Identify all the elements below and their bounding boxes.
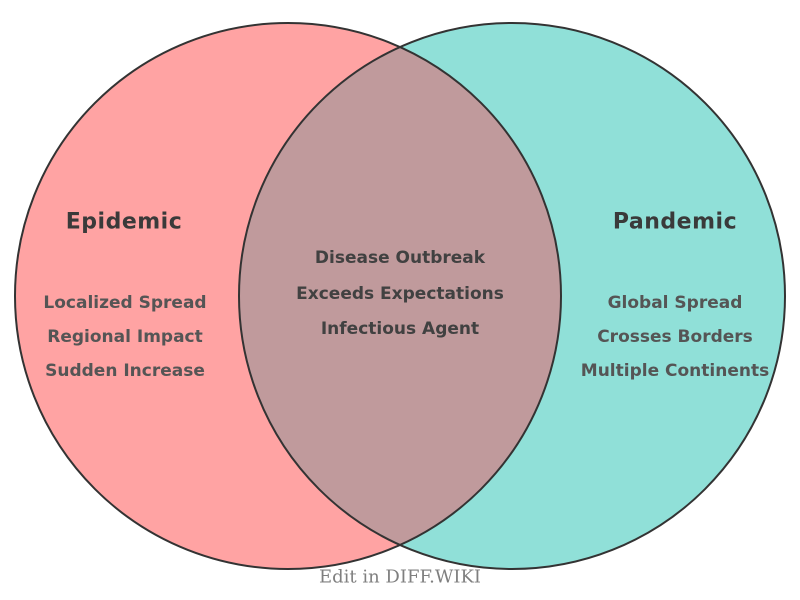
epidemic-title: Epidemic: [65, 209, 183, 235]
pandemic-circle-outline: [238, 22, 786, 570]
edit-in-diffwiki-link[interactable]: Edit in DIFF.WIKI: [318, 566, 482, 588]
intersection-item: Disease Outbreak: [314, 248, 486, 268]
intersection-item: Infectious Agent: [320, 319, 480, 339]
pandemic-item: Crosses Borders: [597, 327, 753, 347]
intersection-shape: [239, 23, 561, 569]
epidemic-item: Sudden Increase: [45, 361, 205, 381]
epidemic-item: Regional Impact: [47, 327, 203, 347]
pandemic-item: Multiple Continents: [580, 361, 770, 381]
epidemic-item: Localized Spread: [43, 293, 207, 313]
intersection-item: Exceeds Expectations: [296, 284, 504, 304]
pandemic-title: Pandemic: [612, 209, 738, 235]
epidemic-circle-outline: [14, 22, 562, 570]
pandemic-item: Global Spread: [607, 293, 743, 313]
